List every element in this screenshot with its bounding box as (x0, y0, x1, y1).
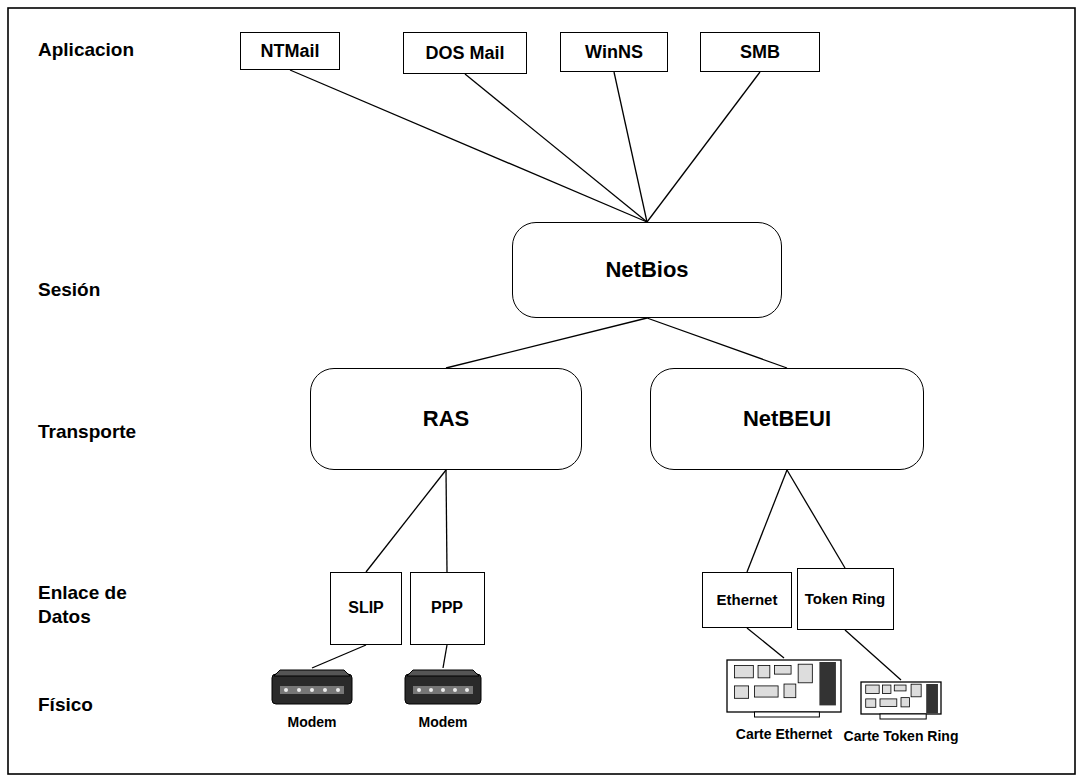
modem-top (274, 670, 350, 676)
modem-panel (413, 686, 473, 694)
connector-line (446, 470, 447, 572)
connector-line (647, 318, 787, 368)
box-label: RAS (423, 406, 469, 431)
card-bracket (819, 662, 836, 705)
layer-label: Transporte (38, 420, 168, 444)
layer-label: Enlace de Datos (38, 581, 150, 629)
card-chip (734, 665, 753, 677)
connector-line (446, 318, 647, 368)
device-label: Modem (419, 714, 468, 730)
card-chip (775, 665, 792, 674)
modem-body (405, 674, 481, 704)
card-icon (859, 680, 943, 722)
connector-line (614, 72, 647, 222)
device-label: Modem (288, 714, 337, 730)
connector-line (747, 628, 784, 658)
connector-line (747, 470, 787, 572)
connector-line (787, 470, 845, 568)
component-box: Ethernet (702, 572, 792, 628)
protocol-box: RAS (310, 368, 582, 470)
modem-icon (403, 668, 483, 708)
card-edge-connector (880, 714, 926, 719)
layer-label: Sesión (38, 278, 168, 302)
card-chip (798, 664, 812, 683)
card-board (861, 682, 941, 714)
layer-label: Físico (38, 693, 168, 717)
component-box: NTMail (240, 32, 340, 70)
box-label: SLIP (348, 599, 384, 617)
modem-panel (280, 686, 344, 694)
box-label: Ethernet (717, 591, 778, 608)
component-box: DOS Mail (403, 32, 527, 74)
connector-line (443, 645, 447, 668)
modem-led (336, 688, 340, 692)
modem-led (429, 688, 433, 692)
card-chip (911, 684, 921, 697)
box-label: DOS Mail (425, 43, 504, 64)
connector-line (647, 72, 760, 222)
component-box: WinNS (560, 32, 668, 72)
device-label: Carte Token Ring (844, 728, 959, 744)
component-box: SLIP (330, 572, 402, 645)
box-label: NTMail (260, 41, 319, 62)
modem-device: Modem (403, 668, 483, 730)
card-chip (880, 699, 897, 707)
protocol-box: NetBios (512, 222, 782, 318)
modem-top (407, 670, 479, 676)
card-icon (725, 658, 843, 720)
connector-line (290, 70, 647, 222)
layer-label: Aplicacion (38, 38, 168, 62)
component-box: SMB (700, 32, 820, 72)
network-card: Carte Token Ring (842, 680, 961, 744)
box-label: PPP (431, 599, 463, 617)
card-chip (866, 699, 876, 707)
connector-line (312, 645, 366, 668)
connector-line (845, 630, 901, 680)
modem-led (297, 688, 301, 692)
frame-border (8, 8, 1075, 774)
box-label: Token Ring (805, 590, 886, 607)
card-board (727, 660, 841, 712)
card-chip (784, 684, 796, 698)
box-label: NetBEUI (743, 406, 831, 431)
card-chip (755, 686, 779, 697)
network-card: Carte Ethernet (725, 658, 843, 742)
connector-line (366, 470, 446, 572)
card-chip (734, 686, 748, 698)
card-chip (894, 685, 906, 691)
modem-led (417, 688, 421, 692)
box-label: SMB (740, 42, 780, 63)
modem-led (284, 688, 288, 692)
protocol-box: NetBEUI (650, 368, 924, 470)
box-label: WinNS (585, 42, 643, 63)
card-bracket (926, 684, 938, 713)
component-box: PPP (410, 572, 485, 645)
component-box: Token Ring (797, 568, 894, 630)
modem-led (310, 688, 314, 692)
modem-device: Modem (270, 668, 354, 730)
card-edge-connector (755, 712, 820, 717)
device-label: Carte Ethernet (736, 726, 832, 742)
modem-body (272, 674, 352, 704)
modem-led (441, 688, 445, 692)
card-chip (866, 685, 879, 693)
modem-icon (270, 668, 354, 708)
card-chip (758, 665, 770, 677)
card-chip (901, 698, 909, 707)
card-chip (883, 685, 891, 693)
modem-led (323, 688, 327, 692)
box-label: NetBios (605, 257, 688, 282)
modem-led (465, 688, 469, 692)
modem-led (453, 688, 457, 692)
